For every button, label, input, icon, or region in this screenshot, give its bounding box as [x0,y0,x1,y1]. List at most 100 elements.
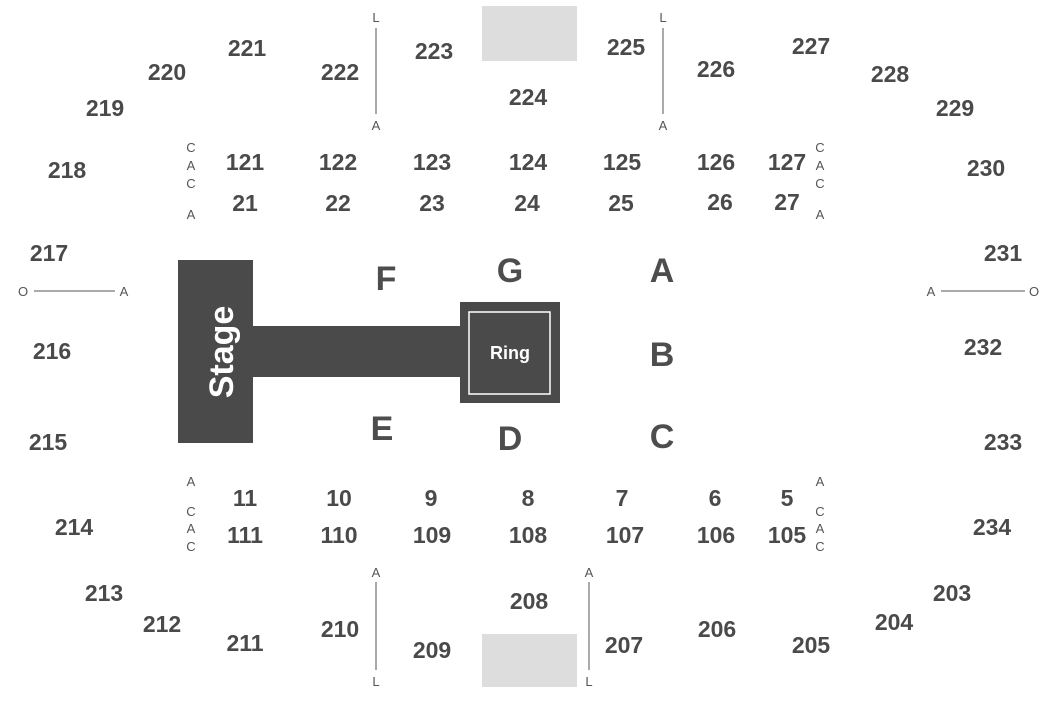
marker-L-top-right: L [659,10,666,25]
section-107[interactable]: 107 [606,522,644,548]
section-10[interactable]: 10 [326,485,352,511]
marker-A-bottom-left: A [372,565,381,580]
ring-inner-border [468,311,551,395]
marker-A-top-left: A [372,118,381,133]
ring-label: Ring [490,343,530,363]
section-203[interactable]: 203 [933,580,971,606]
section-218[interactable]: 218 [48,157,87,183]
section-233[interactable]: 233 [984,429,1022,455]
stage[interactable] [178,260,253,443]
section-E[interactable]: E [371,410,394,448]
bottom-gray-box [482,634,577,687]
section-121[interactable]: 121 [226,149,265,175]
section-206[interactable]: 206 [698,616,736,642]
section-225[interactable]: 225 [607,34,646,60]
section-110[interactable]: 110 [320,522,357,548]
section-C[interactable]: C [650,418,675,456]
section-G[interactable]: G [497,252,523,290]
section-223[interactable]: 223 [415,38,453,64]
section-211[interactable]: 211 [226,630,263,656]
marker-A-top-right: A [659,118,668,133]
section-204[interactable]: 204 [875,609,914,635]
section-231[interactable]: 231 [984,240,1023,266]
section-127[interactable]: 127 [768,149,806,175]
aisle-marker-bottom-left-1: A [187,474,196,489]
section-205[interactable]: 205 [792,632,831,658]
aisle-marker-top-left-1: C [186,140,195,155]
section-11[interactable]: 11 [233,485,258,511]
section-124[interactable]: 124 [509,149,548,175]
section-9[interactable]: 9 [425,485,438,511]
aisle-marker-top-right-3: C [815,176,824,191]
aisle-marker-top-right-2: A [816,158,825,173]
section-214[interactable]: 214 [55,514,94,540]
section-226[interactable]: 226 [697,56,735,82]
section-126[interactable]: 126 [697,149,735,175]
section-210[interactable]: 210 [321,616,359,642]
section-232[interactable]: 232 [964,334,1002,360]
section-217[interactable]: 217 [30,240,68,266]
section-23[interactable]: 23 [419,190,445,216]
section-207[interactable]: 207 [605,632,643,658]
aisle-marker-bottom-left-2: C [186,504,195,519]
section-219[interactable]: 219 [86,95,124,121]
section-7[interactable]: 7 [616,485,629,511]
aisle-marker-bottom-right-3: A [816,521,825,536]
section-229[interactable]: 229 [936,95,974,121]
section-234[interactable]: 234 [973,514,1012,540]
aisle-marker-top-left-2: A [187,158,196,173]
section-106[interactable]: 106 [697,522,735,548]
section-230[interactable]: 230 [967,155,1005,181]
section-228[interactable]: 228 [871,61,910,87]
section-26[interactable]: 26 [707,189,733,215]
marker-A-left: A [120,284,129,299]
section-221[interactable]: 221 [228,35,267,61]
aisle-marker-top-right-4: A [816,207,825,222]
section-227[interactable]: 227 [792,33,830,59]
aisle-marker-bottom-right-4: C [815,539,824,554]
top-gray-box [482,6,577,61]
aisle-marker-bottom-right-2: C [815,504,824,519]
section-216[interactable]: 216 [33,338,71,364]
section-27[interactable]: 27 [774,189,800,215]
section-215[interactable]: 215 [29,429,68,455]
aisle-marker-top-right-1: C [815,140,824,155]
section-5[interactable]: 5 [781,485,794,511]
section-109[interactable]: 109 [413,522,451,548]
aisle-marker-bottom-right-1: A [816,474,825,489]
section-6[interactable]: 6 [709,485,722,511]
section-111[interactable]: 111 [227,522,263,548]
section-108[interactable]: 108 [509,522,548,548]
section-208[interactable]: 208 [510,588,549,614]
section-213[interactable]: 213 [85,580,123,606]
section-122[interactable]: 122 [319,149,357,175]
section-105[interactable]: 105 [768,522,807,548]
section-125[interactable]: 125 [603,149,642,175]
ring[interactable] [460,302,560,403]
section-21[interactable]: 21 [232,190,258,216]
section-F[interactable]: F [376,260,397,298]
section-222[interactable]: 222 [321,59,359,85]
section-D[interactable]: D [498,420,523,458]
marker-O-right: O [1029,284,1039,299]
section-212[interactable]: 212 [143,611,181,637]
section-22[interactable]: 22 [325,190,351,216]
section-24[interactable]: 24 [514,190,540,216]
marker-L-bottom-left: L [372,674,379,689]
marker-L-top-left: L [372,10,379,25]
section-224[interactable]: 224 [509,84,548,110]
section-A[interactable]: A [650,252,675,290]
aisle-marker-bottom-left-3: A [187,521,196,536]
section-B[interactable]: B [650,336,675,374]
aisle-marker-top-left-3: C [186,176,195,191]
stage-label: Stage [203,306,241,399]
stage-runway [253,326,463,377]
aisle-marker-bottom-left-4: C [186,539,195,554]
section-220[interactable]: 220 [148,59,186,85]
marker-A-right: A [927,284,936,299]
section-8[interactable]: 8 [522,485,535,511]
section-25[interactable]: 25 [608,190,634,216]
section-209[interactable]: 209 [413,637,451,663]
section-123[interactable]: 123 [413,149,451,175]
